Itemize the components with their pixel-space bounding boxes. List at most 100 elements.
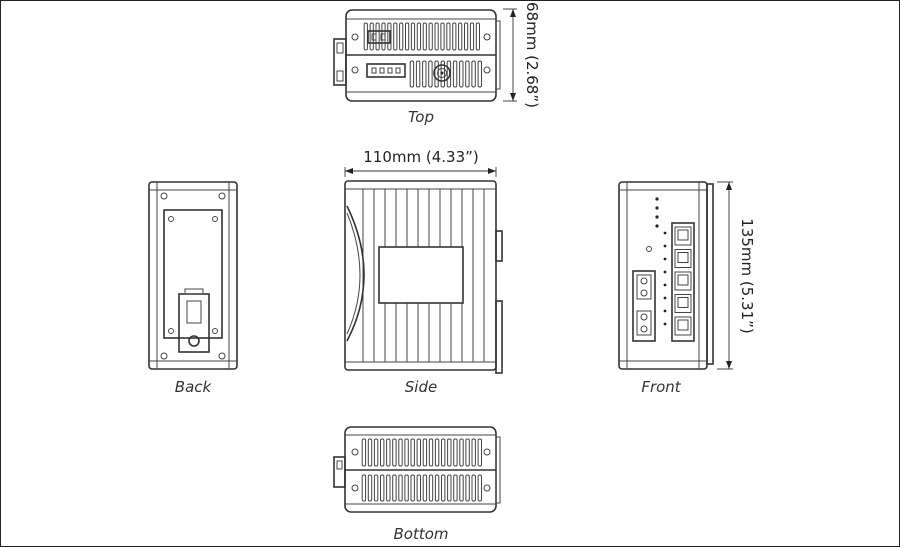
bottom-view <box>333 426 501 513</box>
top-view <box>333 9 501 102</box>
status-led <box>655 215 659 219</box>
vent-slot <box>410 22 416 51</box>
vent-slot <box>471 60 476 88</box>
side-view <box>344 180 503 374</box>
port-led <box>663 322 667 326</box>
rj45-port <box>674 226 692 246</box>
rj45-port-socket <box>677 274 689 286</box>
port-led <box>663 270 667 274</box>
vent-slot <box>452 22 457 51</box>
vent-slot <box>416 438 422 467</box>
top-height-label: 68mm (2.68”) <box>523 2 541 108</box>
vent-slot <box>410 438 415 467</box>
vent-slot <box>410 474 415 502</box>
vent-slot <box>373 438 379 467</box>
vent-slot <box>399 22 404 51</box>
vent-slot <box>447 438 452 467</box>
vent-slot <box>387 22 392 51</box>
vent-slot <box>459 474 464 502</box>
top-height-dimension <box>503 8 517 102</box>
vent-slot <box>386 438 391 467</box>
port-led <box>663 231 667 235</box>
vent-slot <box>477 60 483 88</box>
vent-slot <box>477 438 483 467</box>
vent-slot <box>469 22 475 51</box>
side-width-label: 110mm (4.33”) <box>363 148 479 166</box>
port-led <box>663 296 667 300</box>
vent-slot <box>367 474 373 502</box>
vent-slot <box>380 474 385 502</box>
vent-slot <box>363 22 368 51</box>
vent-slot <box>422 60 427 88</box>
back-view-caption: Back <box>174 378 212 396</box>
vent-slot <box>422 438 428 467</box>
vent-slot <box>441 474 446 502</box>
vent-slot <box>361 474 367 502</box>
front-view-caption: Front <box>641 378 681 396</box>
vent-slot <box>416 474 422 502</box>
vent-slot <box>434 438 440 467</box>
vent-slot <box>428 60 433 88</box>
vent-slot <box>471 474 476 502</box>
vent-slot <box>393 22 398 51</box>
vent-slot <box>434 22 439 51</box>
vent-slot <box>409 60 415 88</box>
vent-slot <box>475 22 480 51</box>
vent-slot <box>398 438 403 467</box>
port-led <box>663 309 667 313</box>
vent-slot <box>453 474 458 502</box>
top-view-caption: Top <box>407 108 435 126</box>
status-led <box>655 197 659 201</box>
vent-slot <box>465 474 470 502</box>
vent-slot <box>416 22 421 51</box>
vent-slot <box>428 474 434 502</box>
front-height-label: 135mm (5.31”) <box>738 218 756 334</box>
port-led <box>663 257 667 261</box>
rj45-port-socket <box>677 252 689 263</box>
vent-slot <box>404 474 409 502</box>
back-view <box>148 181 238 370</box>
vent-slot <box>452 60 458 88</box>
vent-slot <box>392 474 397 502</box>
vent-slot <box>453 438 458 467</box>
side-view-caption: Side <box>404 378 438 396</box>
vent-slot <box>422 22 427 51</box>
port-led <box>663 244 667 248</box>
rj45-port-socket <box>677 297 689 308</box>
vent-slot <box>369 22 374 51</box>
rj45-port <box>674 294 692 313</box>
status-led <box>655 206 659 210</box>
vent-slot <box>428 438 434 467</box>
bottom-view-caption: Bottom <box>393 525 449 543</box>
vent-slot <box>361 438 367 467</box>
rj45-port-socket <box>677 319 689 331</box>
vent-slot <box>434 474 440 502</box>
rj45-port <box>674 249 692 268</box>
status-led <box>655 224 659 228</box>
vent-slot <box>380 438 385 467</box>
rj45-port <box>674 271 692 291</box>
vent-slot <box>422 474 428 502</box>
vent-slot <box>447 474 452 502</box>
vent-slot <box>464 22 469 51</box>
vent-slot <box>373 474 379 502</box>
vent-slot <box>405 22 410 51</box>
vent-slot <box>367 438 373 467</box>
vent-slot <box>434 60 439 88</box>
vent-slot <box>465 438 470 467</box>
rj45-port-socket <box>677 229 689 241</box>
vent-slot <box>441 438 446 467</box>
vent-slot <box>386 474 391 502</box>
front-height-dimension <box>717 181 733 370</box>
port-led <box>663 283 667 287</box>
vent-slot <box>459 438 464 467</box>
side-width-dimension <box>344 167 497 177</box>
rj45-port <box>674 316 692 336</box>
vent-slot <box>440 22 445 51</box>
vent-slot <box>398 474 403 502</box>
vent-slot <box>477 474 483 502</box>
front-view <box>618 181 714 370</box>
vent-slot <box>415 60 421 88</box>
